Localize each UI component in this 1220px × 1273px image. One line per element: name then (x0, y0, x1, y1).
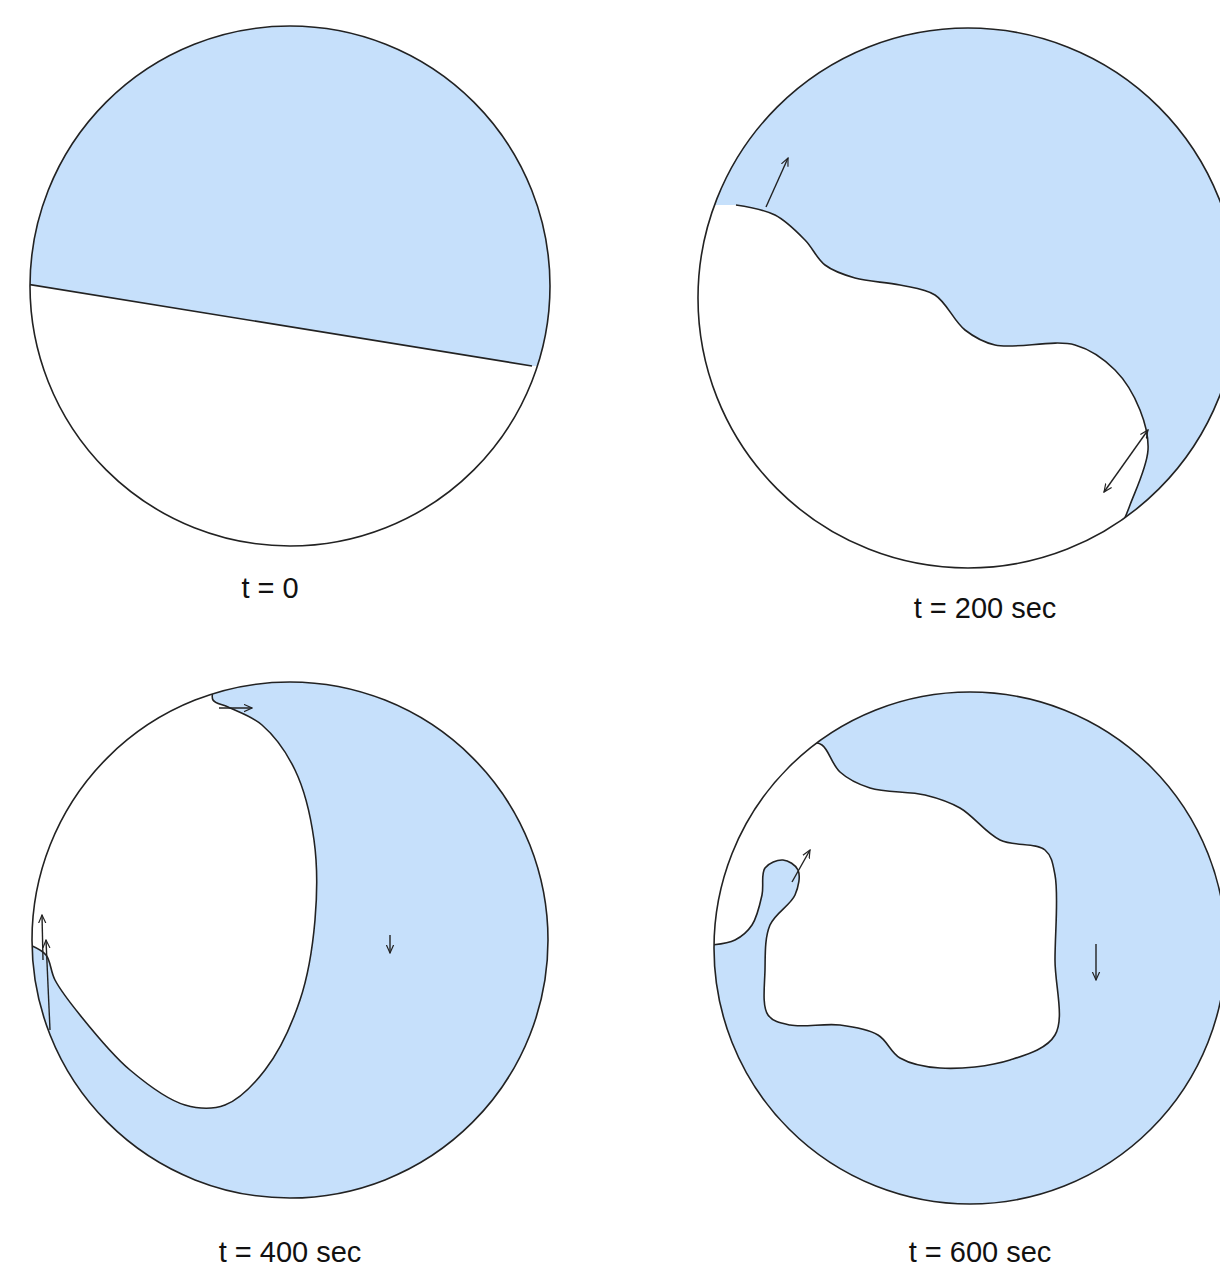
flow-arrow (792, 850, 810, 882)
tank-panel (0, 660, 548, 1198)
flow-arrow (46, 940, 50, 1030)
flow-arrow (42, 915, 43, 960)
fluid-region (690, 0, 1220, 520)
tank-panel (0, 0, 620, 546)
tank-outline (32, 682, 548, 1198)
tank-outline (30, 26, 550, 546)
flow-arrow (1104, 430, 1148, 492)
flow-arrow (219, 707, 252, 708)
flow-arrow (766, 158, 788, 207)
flow-arrow (389, 935, 390, 953)
time-label: t = 400 sec (219, 1236, 362, 1269)
clear-region (690, 720, 1059, 1068)
time-label: t = 0 (241, 572, 298, 605)
fluid-region (0, 0, 620, 366)
interface-line (30, 683, 317, 1108)
time-label: t = 200 sec (914, 592, 1057, 625)
interface-line (712, 742, 1059, 1068)
tank-panel (690, 692, 1220, 1204)
tank-outline (698, 28, 1220, 568)
clear-region (0, 660, 317, 1108)
tank-outline (714, 692, 1220, 1204)
flow-arrow (1095, 944, 1096, 980)
interface-line (20, 283, 532, 366)
time-label: t = 600 sec (909, 1236, 1052, 1269)
interface-line (736, 205, 1148, 520)
tank-panel (690, 0, 1220, 568)
